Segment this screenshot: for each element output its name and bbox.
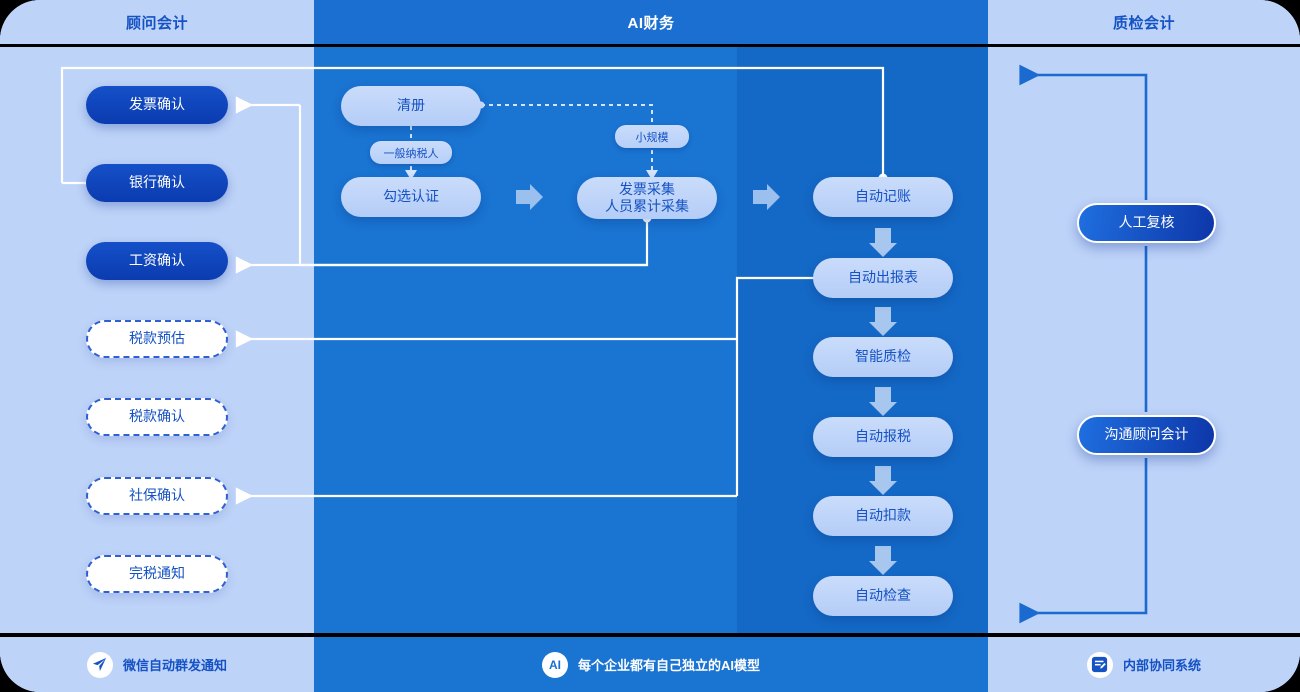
qc-column-background bbox=[988, 0, 1300, 692]
header-ai: AI财务 bbox=[314, 0, 988, 44]
chip-label: 一般纳税人 bbox=[383, 147, 439, 160]
node-label: 自动记账 bbox=[855, 188, 911, 205]
node-auto-report[interactable]: 自动出报表 bbox=[813, 258, 953, 298]
node-check-verify[interactable]: 勾选认证 bbox=[341, 177, 481, 217]
node-label: 自动检查 bbox=[855, 587, 911, 604]
node-label: 智能质检 bbox=[855, 348, 911, 365]
node-smart-quality-check[interactable]: 智能质检 bbox=[813, 337, 953, 377]
node-label: 清册 bbox=[397, 97, 425, 114]
node-label: 勾选认证 bbox=[383, 188, 439, 205]
chip-label: 小规模 bbox=[635, 131, 669, 144]
footer-label: 内部协同系统 bbox=[1122, 658, 1201, 673]
node-label: 银行确认 bbox=[129, 174, 185, 191]
header-advisor: 顾问会计 bbox=[0, 0, 314, 44]
node-salary-confirm[interactable]: 工资确认 bbox=[86, 242, 228, 280]
header-qc: 质检会计 bbox=[988, 0, 1300, 44]
ai-badge-text: AI bbox=[548, 657, 561, 672]
node-tax-estimate[interactable]: 税款预估 bbox=[86, 320, 228, 358]
node-auto-tax-filing[interactable]: 自动报税 bbox=[813, 417, 953, 457]
node-manual-review[interactable]: 人工复核 bbox=[1077, 203, 1216, 243]
footer-divider-rule bbox=[0, 633, 1300, 637]
footer-label: 每个企业都有自己独立的AI模型 bbox=[577, 658, 760, 673]
node-label-line2: 人员累计采集 bbox=[605, 198, 689, 214]
node-label: 沟通顾问会计 bbox=[1104, 426, 1189, 443]
node-bank-confirm[interactable]: 银行确认 bbox=[86, 164, 228, 202]
node-label: 税款确认 bbox=[129, 408, 185, 425]
node-label: 自动出报表 bbox=[848, 269, 918, 286]
node-label: 社保确认 bbox=[129, 487, 185, 504]
node-label-line1: 发票采集 bbox=[619, 180, 675, 197]
footer-internal-system: 内部协同系统 bbox=[988, 637, 1300, 692]
node-label: 完税通知 bbox=[129, 565, 185, 582]
node-register[interactable]: 清册 bbox=[341, 86, 481, 126]
chip-general-taxpayer: 一般纳税人 bbox=[370, 141, 452, 164]
node-social-insurance-confirm[interactable]: 社保确认 bbox=[86, 477, 228, 515]
ai-badge-icon: AI bbox=[541, 651, 568, 678]
node-label: 自动扣款 bbox=[855, 507, 911, 524]
node-auto-bookkeeping[interactable]: 自动记账 bbox=[813, 177, 953, 217]
chip-small-scale: 小规模 bbox=[615, 125, 689, 148]
node-contact-advisor[interactable]: 沟通顾问会计 bbox=[1077, 415, 1216, 455]
footer-label: 微信自动群发通知 bbox=[122, 658, 227, 673]
node-auto-deduction[interactable]: 自动扣款 bbox=[813, 496, 953, 536]
node-label: 税款预估 bbox=[129, 330, 185, 347]
node-tax-payment-notice[interactable]: 完税通知 bbox=[86, 555, 228, 593]
node-label: 自动报税 bbox=[855, 428, 911, 445]
node-label: 人工复核 bbox=[1118, 214, 1175, 231]
node-tax-confirm[interactable]: 税款确认 bbox=[86, 398, 228, 436]
node-invoice-confirm[interactable]: 发票确认 bbox=[86, 86, 228, 124]
node-auto-inspection[interactable]: 自动检查 bbox=[813, 576, 953, 616]
paper-plane-icon bbox=[86, 651, 113, 678]
document-edit-icon bbox=[1086, 651, 1113, 678]
node-invoice-collect[interactable]: 发票采集 人员累计采集 bbox=[577, 177, 717, 219]
node-label: 发票确认 bbox=[129, 96, 185, 113]
footer-wechat: 微信自动群发通知 bbox=[0, 637, 314, 692]
footer-ai-model: AI 每个企业都有自己独立的AI模型 bbox=[314, 637, 988, 692]
node-label: 工资确认 bbox=[129, 252, 185, 269]
header-divider-rule bbox=[0, 44, 1300, 47]
